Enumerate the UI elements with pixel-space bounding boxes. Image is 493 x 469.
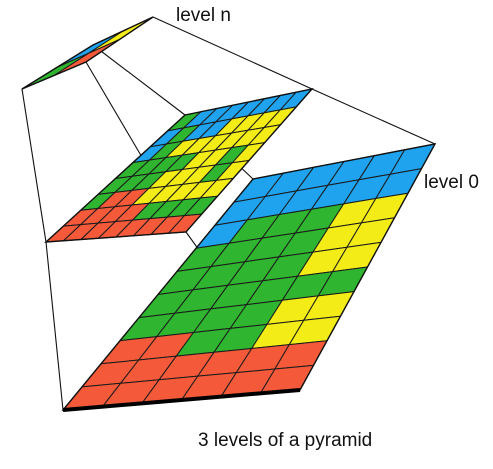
connector-line [311,88,436,145]
connector-line [21,88,47,243]
caption: 3 levels of a pyramid [198,430,373,451]
middle-level-grid [44,87,314,243]
connector-line [92,44,186,116]
level-n-label: level n [176,5,231,26]
grid-border [21,16,154,90]
level-0-label: level 0 [424,172,479,193]
grid-cell [88,16,154,54]
base-front-edge [62,388,301,412]
connector-line [45,241,64,411]
grid-cell [21,52,89,90]
level-n-grid [21,16,154,90]
level-0-grid [61,143,437,412]
connector-line [152,16,313,90]
grid-border [44,87,314,243]
